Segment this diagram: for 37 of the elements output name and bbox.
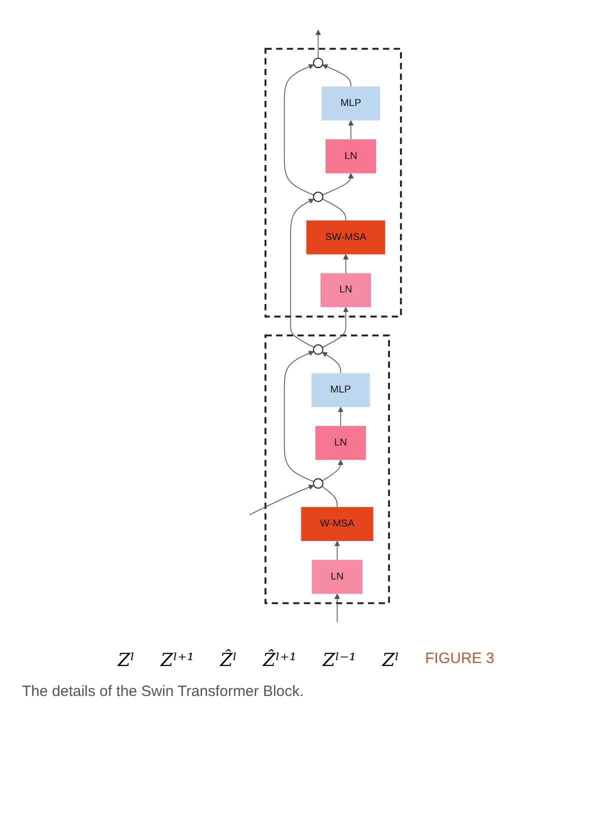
arrow <box>283 350 314 482</box>
arrow <box>334 540 340 560</box>
arrow <box>248 484 314 516</box>
arrow <box>322 64 351 87</box>
process-box: LN <box>320 273 371 308</box>
arrow <box>283 64 314 196</box>
arrow <box>322 173 354 196</box>
process-box: W-MSA <box>300 507 373 541</box>
sum-circle <box>312 478 323 489</box>
process-box: MLP <box>321 86 380 120</box>
arrow <box>322 306 348 348</box>
figure-caption: The details of the Swin Transformer Block. <box>22 683 305 700</box>
sum-circle <box>312 344 323 355</box>
arrow <box>334 594 340 622</box>
arrow <box>348 120 354 140</box>
math-label: Zˡ⁺¹ <box>160 650 194 671</box>
arrow <box>321 352 341 374</box>
math-label: Zˡ <box>382 650 400 671</box>
math-label: Zˡ⁻¹ <box>322 650 356 671</box>
sum-circle <box>312 192 323 202</box>
sum-circle <box>312 58 323 68</box>
arrow <box>290 198 314 348</box>
process-box: LN <box>314 426 366 460</box>
dashed-group-frame <box>264 48 402 318</box>
math-label: Ẑˡ⁺¹ <box>263 650 297 671</box>
math-label: Zˡ <box>118 650 135 671</box>
math-label: Ẑˡ <box>220 650 238 671</box>
dashed-group-frame <box>264 334 390 604</box>
arrow <box>342 254 348 274</box>
process-box: LN <box>325 139 376 174</box>
arrow <box>314 30 320 59</box>
process-box: SW-MSA <box>306 220 385 254</box>
process-box: MLP <box>310 373 370 408</box>
process-box: LN <box>311 560 362 594</box>
arrow <box>321 460 343 482</box>
arrow <box>337 406 343 426</box>
figure-number: FIGURE 3 <box>425 650 494 669</box>
